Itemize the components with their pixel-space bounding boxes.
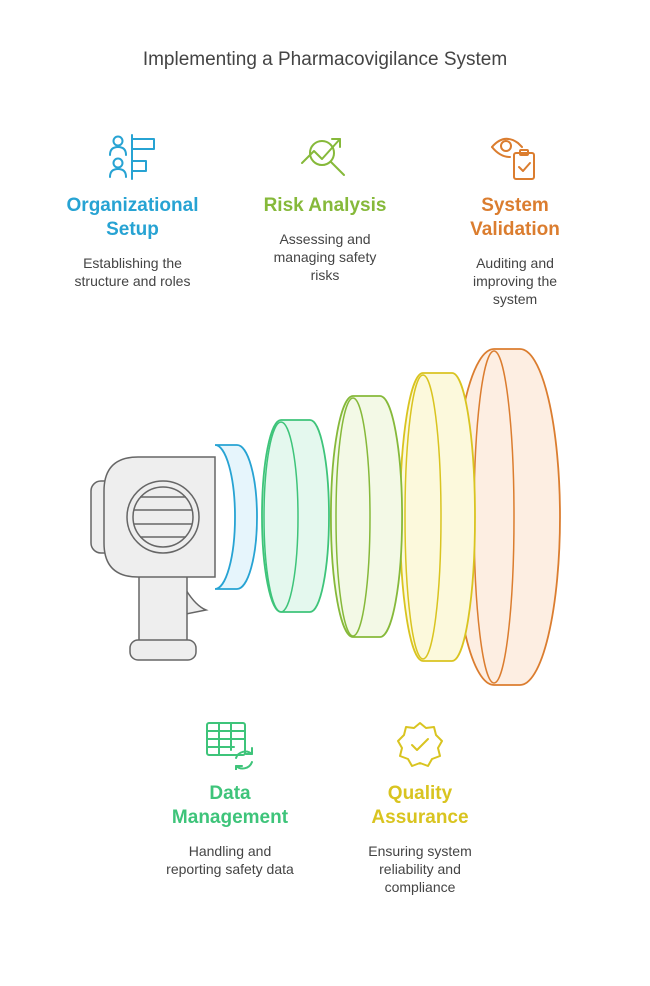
item-organizational-setup: Organizational Setup Establishing the st…: [55, 133, 210, 290]
validation-desc-line2: improving the: [472, 273, 558, 289]
organizational-heading-line2: Setup: [106, 219, 159, 240]
quality-desc-line2: reliability and: [379, 861, 461, 877]
risk-desc-line2: managing safety: [273, 249, 377, 265]
megaphone-handle: [129, 567, 209, 661]
risk-desc-line3: risks: [310, 267, 340, 283]
item-risk-analysis: Risk Analysis Assessing and managing saf…: [250, 133, 400, 284]
ring-risk-analysis: [330, 395, 403, 638]
speaker-grille-icon: [126, 480, 200, 554]
validation-desc-line1: Auditing and: [476, 255, 554, 271]
quality-heading-line1: Quality: [387, 783, 453, 804]
risk-desc-line1: Assessing and: [279, 231, 371, 247]
badge-check-icon: [397, 722, 443, 767]
diagram-title: Implementing a Pharmacovigilance System: [142, 49, 508, 70]
validation-heading-line1: System: [481, 195, 549, 216]
validation-heading-line2: Validation: [470, 219, 560, 240]
ring-data-management: [261, 419, 330, 613]
data-heading-line2: Management: [171, 807, 289, 828]
data-heading-line1: Data: [209, 783, 251, 804]
item-data-management: Data Management Handling and reporting s…: [150, 720, 310, 878]
ring-quality-assurance: [399, 372, 476, 662]
data-desc-line2: reporting safety data: [166, 861, 294, 877]
organizational-desc-line1: Establishing the: [83, 255, 182, 271]
organizational-desc-line2: structure and roles: [74, 273, 191, 289]
quality-heading-line2: Assurance: [371, 807, 469, 828]
quality-desc-line1: Ensuring system: [368, 843, 472, 859]
data-desc-line1: Handling and: [188, 843, 272, 859]
quality-desc-line3: compliance: [384, 879, 456, 895]
risk-heading-line1: Risk Analysis: [263, 195, 387, 216]
ring-organizational-setup: [214, 444, 258, 590]
validation-desc-line3: system: [492, 291, 538, 307]
item-quality-assurance: Quality Assurance Ensuring system reliab…: [345, 720, 495, 896]
organizational-heading-line1: Organizational: [66, 195, 199, 216]
org-chart-icon: [108, 134, 155, 180]
trend-magnifier-icon: [301, 138, 345, 176]
table-sync-icon: [206, 722, 253, 770]
eye-clipboard-icon: [491, 137, 535, 180]
item-system-validation: System Validation Auditing and improving…: [440, 133, 590, 308]
